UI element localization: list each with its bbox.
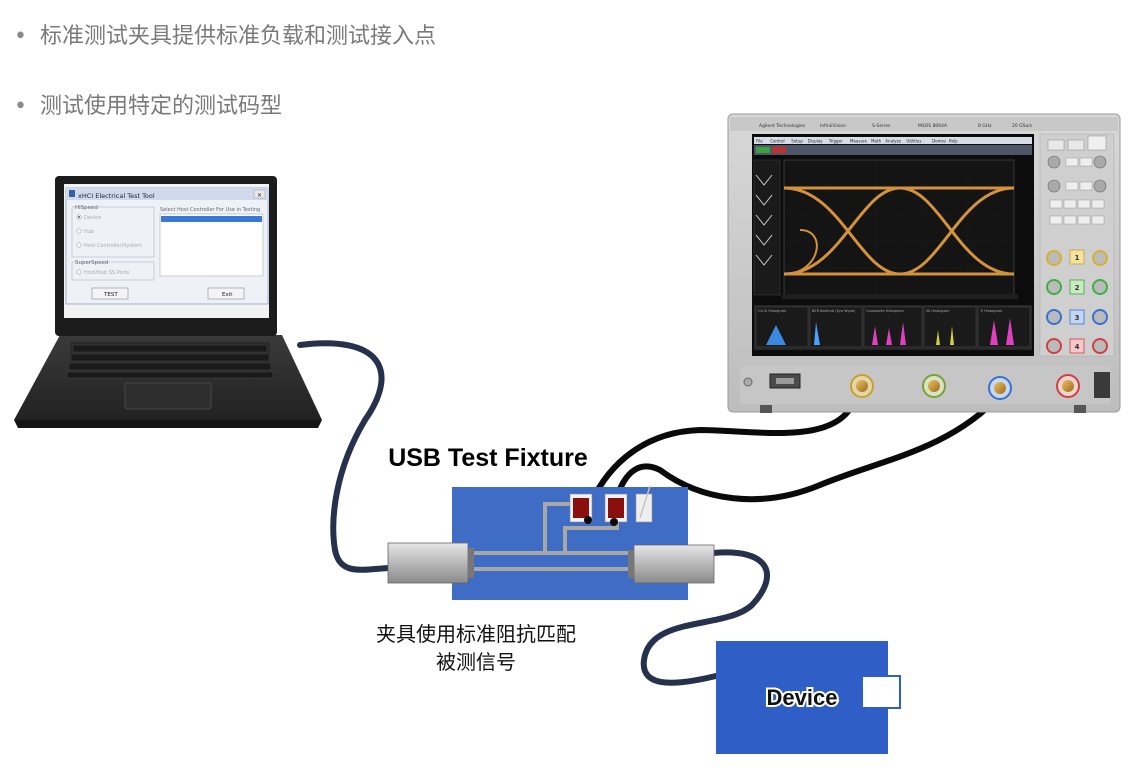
laptop-keyboard bbox=[66, 342, 274, 410]
scope-menu-item[interactable]: Trigger bbox=[828, 139, 843, 144]
single-button[interactable] bbox=[1067, 139, 1085, 151]
app-icon bbox=[69, 190, 75, 197]
run-stop-button[interactable] bbox=[1047, 139, 1065, 151]
test-button[interactable] bbox=[91, 287, 129, 300]
device-usb-port[interactable] bbox=[861, 675, 901, 709]
channel-3-label: 3 bbox=[1075, 314, 1080, 322]
fixture-usb-plug-right[interactable] bbox=[633, 544, 715, 584]
scope-brand: Agilent Technologies bbox=[759, 123, 806, 129]
bullet-item: • 标准测试夹具提供标准负载和测试接入点 bbox=[14, 18, 436, 50]
histogram-panel-title: TJ Histogram bbox=[979, 309, 1003, 313]
scope-channel-inputs bbox=[850, 374, 1080, 400]
scope-menu-item[interactable]: File bbox=[756, 139, 763, 144]
laptop-touchpad bbox=[124, 382, 212, 410]
exit-button-label: Exit bbox=[222, 292, 233, 298]
eye-diagram bbox=[783, 186, 1015, 276]
scope-series: S-Series bbox=[872, 123, 891, 129]
test-tool-window: xHCI Electrical Test Tool ✕ HiSpeed Devi… bbox=[65, 187, 269, 305]
bullet-item: • 测试使用特定的测试码型 bbox=[14, 88, 282, 120]
scope-menu-item[interactable]: Demos bbox=[932, 139, 946, 144]
scope-menu-item[interactable]: Utilities bbox=[906, 139, 921, 144]
bullet-dot-icon: • bbox=[14, 94, 27, 119]
laptop: xHCI Electrical Test Tool ✕ HiSpeed Devi… bbox=[14, 176, 322, 428]
bullet-text: 标准测试夹具提供标准负载和测试接入点 bbox=[40, 24, 437, 49]
radio-host-label: Host Controller/System bbox=[84, 243, 142, 249]
selected-list-row[interactable] bbox=[161, 216, 262, 222]
device-under-test: Device bbox=[716, 641, 901, 754]
scope-menu-item[interactable]: Measure bbox=[850, 139, 868, 144]
radio-host[interactable] bbox=[76, 242, 82, 248]
channel-3-knob[interactable] bbox=[1092, 309, 1108, 325]
scope-brand2: InfiniiVision bbox=[820, 123, 846, 129]
host-controller-list[interactable] bbox=[159, 213, 264, 277]
scope-bandwidth: 8 GHz bbox=[978, 123, 992, 129]
oscilloscope: Agilent Technologies InfiniiVision S-Ser… bbox=[727, 113, 1121, 413]
channel-2-knob[interactable] bbox=[1092, 279, 1108, 295]
channel-2-label: 2 bbox=[1075, 284, 1080, 292]
fixture-caption-line1: 夹具使用标准阻抗匹配 bbox=[376, 622, 576, 646]
scope-probe-cable-2 bbox=[609, 392, 1003, 525]
laptop-usb-cable bbox=[297, 340, 391, 573]
run-indicator[interactable] bbox=[756, 147, 770, 153]
histogram-panel-title: CLCK Histogram bbox=[758, 309, 787, 313]
channel-4-knob[interactable] bbox=[1046, 338, 1062, 354]
knob-icon[interactable] bbox=[1047, 179, 1061, 193]
scope-probe-cable-1 bbox=[582, 384, 861, 523]
fixture-title: USB Test Fixture bbox=[388, 444, 588, 472]
channel-1-label: 1 bbox=[1075, 254, 1080, 262]
device-label: Device bbox=[767, 685, 838, 710]
scope-side-panel bbox=[753, 159, 781, 296]
group-highspeed-label: HiSpeed bbox=[75, 205, 98, 211]
exit-button[interactable] bbox=[207, 287, 245, 300]
histogram-panel-title: Composite Histogram bbox=[866, 309, 905, 313]
group-superspeed-label: SuperSpeed bbox=[75, 260, 108, 266]
scope-menu-item[interactable]: Setup bbox=[791, 139, 803, 144]
radio-hub-label: Hub bbox=[84, 229, 94, 235]
scope-rate: 20 GSa/s bbox=[1012, 123, 1033, 129]
channel-4-label: 4 bbox=[1075, 343, 1080, 351]
channel-1-knob[interactable] bbox=[1046, 250, 1062, 266]
close-icon: ✕ bbox=[257, 192, 262, 199]
histogram-panel-title: BER Bathtub (Eye Wyde) bbox=[812, 309, 856, 313]
usb-test-fixture: USB Test Fixture 夹具使用标准阻抗匹配 被测信号 bbox=[376, 442, 715, 674]
channel-3-knob[interactable] bbox=[1046, 309, 1062, 325]
bullet-dot-icon: • bbox=[14, 24, 27, 49]
histogram-panel bbox=[923, 306, 977, 348]
knob-icon[interactable] bbox=[1047, 155, 1061, 169]
scope-menu-item[interactable]: Control bbox=[770, 139, 784, 144]
scope-menu-item[interactable]: Help bbox=[949, 139, 959, 144]
scope-menu-item[interactable]: Display bbox=[808, 139, 823, 144]
histogram-panel-labels: CLCK Histogram BER Bathtub (Eye Wyde) Comp… bbox=[758, 309, 1003, 313]
device-box bbox=[716, 641, 888, 754]
test-button-label: TEST bbox=[103, 292, 118, 298]
knob-icon[interactable] bbox=[1093, 179, 1107, 193]
scope-control-panel: 1 2 3 4 bbox=[1039, 133, 1115, 357]
channel-1-knob[interactable] bbox=[1092, 250, 1108, 266]
radio-hub[interactable] bbox=[76, 228, 82, 234]
radio-superspeed[interactable] bbox=[76, 269, 82, 275]
channel-4-knob[interactable] bbox=[1092, 338, 1108, 354]
close-window-button[interactable] bbox=[253, 189, 266, 199]
single-trigger-button[interactable] bbox=[1087, 135, 1107, 151]
fixture-caption-line2: 被测信号 bbox=[436, 650, 516, 674]
histogram-panels bbox=[754, 305, 1032, 350]
radio-device-label: Device bbox=[84, 215, 101, 221]
histogram-panel-title: ISI Histogram bbox=[926, 309, 950, 313]
device-usb-cable bbox=[640, 549, 770, 686]
power-button[interactable] bbox=[743, 377, 753, 387]
bullet-text: 测试使用特定的测试码型 bbox=[40, 94, 283, 119]
window-title: xHCI Electrical Test Tool bbox=[78, 192, 155, 200]
scope-model: MSOS 8064A bbox=[918, 123, 948, 129]
scope-menu-item[interactable]: Analyze bbox=[885, 139, 901, 144]
fixture-usb-plug-left[interactable] bbox=[387, 542, 469, 584]
stop-indicator[interactable] bbox=[772, 147, 786, 153]
histogram-panel bbox=[977, 306, 1031, 348]
knob-icon[interactable] bbox=[1093, 155, 1107, 169]
scope-menu-item[interactable]: Math bbox=[871, 139, 881, 144]
list-header: Select Host Controller For Use in Testin… bbox=[160, 207, 260, 213]
channel-2-knob[interactable] bbox=[1046, 279, 1062, 295]
radio-superspeed-label: Host/Hub SS Ports bbox=[84, 270, 130, 276]
